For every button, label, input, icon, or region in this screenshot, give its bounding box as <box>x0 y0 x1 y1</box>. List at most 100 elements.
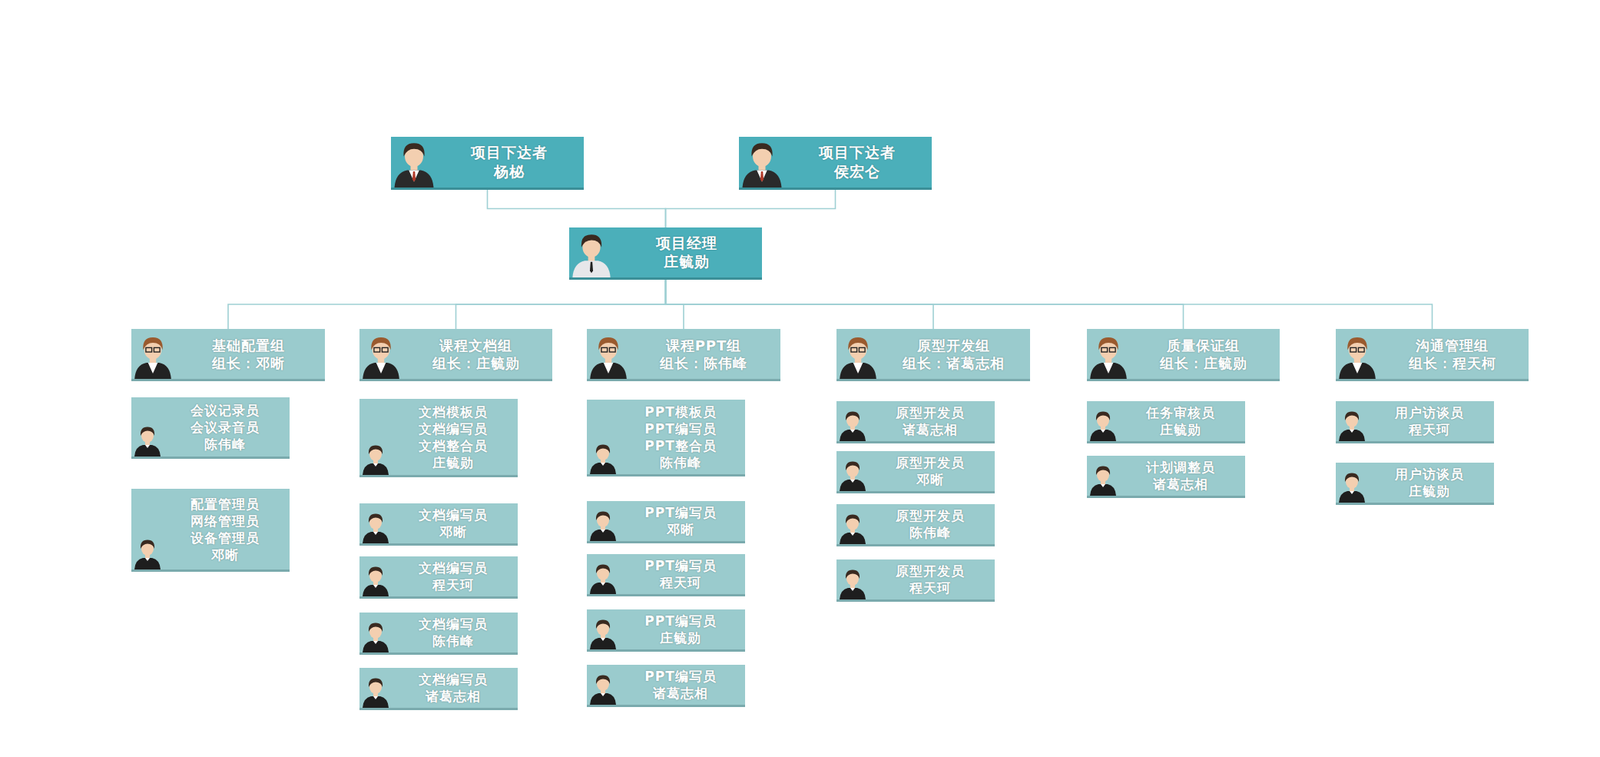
group-box: 原型开发组组长：诸葛志相 <box>836 328 1031 381</box>
person-avatar <box>1086 461 1120 496</box>
group-box: 沟通管理组组长：程天柯 <box>1335 328 1529 381</box>
role-label: 文档编写员 <box>418 506 488 524</box>
person-name: 程天珂 <box>909 579 951 597</box>
role-label: 项目经理 <box>655 233 718 253</box>
person-name: 网络管理员 <box>190 511 260 529</box>
person-name: PPT整合员 <box>644 437 717 454</box>
person-name: 邓晰 <box>666 520 695 538</box>
person-avatar <box>1335 328 1379 379</box>
person-name: 组长：邓晰 <box>212 354 285 372</box>
text-stack: 基础配置组组长：邓晰 <box>175 335 321 372</box>
text-stack: 计划调整员诸葛志相 <box>1120 458 1241 493</box>
text-stack: 项目下达者侯宏仑 <box>786 142 928 181</box>
member-box: 用户访谈员庄毓勋 <box>1335 462 1494 505</box>
person-avatar <box>738 136 786 188</box>
text-stack: 文档编写员邓晰 <box>393 506 514 540</box>
text-stack: 文档编写员程天珂 <box>393 559 514 593</box>
person-name: 杨柲 <box>493 162 525 182</box>
text-stack: PPT模板员PPT编写员PPT整合员陈伟峰 <box>620 402 741 471</box>
member-box: 原型开发员陈伟峰 <box>836 503 995 547</box>
role-label: 基础配置组 <box>212 335 285 354</box>
person-name: 文档编写员 <box>418 419 488 437</box>
member-box: 文档模板员文档编写员文档整合员庄毓勋 <box>359 398 518 478</box>
member-box: PPT编写员邓晰 <box>586 500 746 544</box>
person-avatar <box>586 559 620 594</box>
person-name: PPT编写员 <box>644 419 717 437</box>
person-name: 程天珂 <box>659 573 702 591</box>
person-avatar <box>1086 407 1120 441</box>
role-label: 原型开发员 <box>895 404 965 421</box>
text-stack: 会议记录员会议录音员陈伟峰 <box>165 400 285 452</box>
person-name: 组长：诸葛志相 <box>902 354 1005 372</box>
person-avatar <box>359 509 392 544</box>
role-label: 用户访谈员 <box>1394 404 1465 421</box>
group-box: 基础配置组组长：邓晰 <box>131 328 325 381</box>
role-label: 质量保证组 <box>1166 335 1240 354</box>
text-stack: 沟通管理组组长：程天柯 <box>1380 335 1524 372</box>
member-box: 用户访谈员程天珂 <box>1335 400 1494 444</box>
member-box: 任务审核员庄毓勋 <box>1086 400 1246 444</box>
leader-box: 项目下达者杨柲 <box>390 136 584 190</box>
role-label: 项目下达者 <box>470 142 548 163</box>
org-connector <box>665 279 1433 329</box>
person-avatar <box>836 565 869 600</box>
person-name: 庄毓勋 <box>1408 482 1451 500</box>
member-box: PPT编写员庄毓勋 <box>586 609 746 652</box>
role-label: 计划调整员 <box>1146 458 1216 476</box>
person-name: 组长：陈伟峰 <box>659 354 748 372</box>
person-avatar <box>569 227 614 278</box>
text-stack: PPT编写员邓晰 <box>620 503 741 538</box>
person-avatar <box>586 328 630 379</box>
text-stack: 质量保证组组长：庄毓勋 <box>1131 335 1276 372</box>
role-label: 会议记录员 <box>190 400 260 418</box>
role-label: 文档编写员 <box>418 670 488 688</box>
person-avatar <box>836 510 869 544</box>
text-stack: 任务审核员庄毓勋 <box>1120 404 1241 438</box>
person-avatar <box>359 440 392 475</box>
text-stack: PPT编写员程天珂 <box>620 556 741 591</box>
person-avatar <box>586 670 620 705</box>
person-name: 会议录音员 <box>190 417 260 435</box>
member-box: 会议记录员会议录音员陈伟峰 <box>131 397 290 459</box>
person-avatar <box>131 422 164 457</box>
member-box: 计划调整员诸葛志相 <box>1086 455 1246 498</box>
text-stack: 文档模板员文档编写员文档整合员庄毓勋 <box>393 402 514 471</box>
leader-box: 项目经理庄毓勋 <box>569 227 762 280</box>
person-name: 庄毓勋 <box>1159 420 1202 438</box>
person-avatar <box>359 562 392 597</box>
text-stack: 用户访谈员庄毓勋 <box>1369 465 1490 500</box>
person-name: 陈伟峰 <box>204 435 246 453</box>
role-label: 用户访谈员 <box>1394 465 1465 483</box>
person-name: 组长：程天柯 <box>1408 354 1497 372</box>
text-stack: 课程PPT组组长：陈伟峰 <box>631 335 776 372</box>
text-stack: 项目下达者杨柲 <box>438 142 580 181</box>
role-label: 配置管理员 <box>190 494 260 512</box>
role-label: 沟通管理组 <box>1415 335 1489 354</box>
role-label: 任务审核员 <box>1146 404 1216 421</box>
person-name: 陈伟峰 <box>432 632 474 650</box>
role-label: PPT编写员 <box>644 667 717 685</box>
person-avatar <box>390 136 438 188</box>
org-connector <box>665 189 836 228</box>
role-label: 项目下达者 <box>818 142 896 163</box>
person-avatar <box>359 673 392 708</box>
role-label: 原型开发员 <box>895 562 965 580</box>
role-label: 课程PPT组 <box>665 335 743 354</box>
role-label: 原型开发员 <box>895 453 965 471</box>
member-box: PPT模板员PPT编写员PPT整合员陈伟峰 <box>586 399 746 477</box>
role-label: 原型开发员 <box>895 506 965 524</box>
person-avatar <box>836 407 869 441</box>
member-box: 文档编写员邓晰 <box>359 503 518 546</box>
person-name: 组长：庄毓勋 <box>432 354 521 372</box>
text-stack: 文档编写员诸葛志相 <box>393 670 514 705</box>
role-label: PPT编写员 <box>644 612 717 630</box>
role-label: PPT模板员 <box>644 402 717 420</box>
person-avatar <box>836 457 869 491</box>
person-avatar <box>131 328 175 379</box>
text-stack: 用户访谈员程天珂 <box>1369 404 1490 438</box>
member-box: PPT编写员诸葛志相 <box>586 664 746 707</box>
person-name: 诸葛志相 <box>652 684 709 702</box>
person-name: 组长：庄毓勋 <box>1159 354 1248 372</box>
role-label: 文档模板员 <box>418 402 488 420</box>
